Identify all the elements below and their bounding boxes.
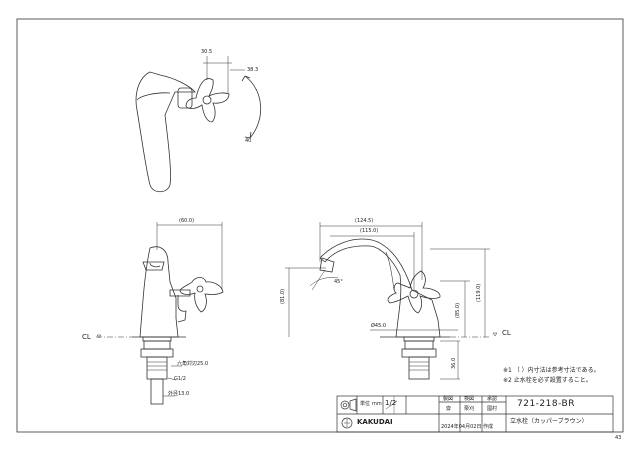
sheet-border — [16, 18, 624, 433]
top-view — [135, 56, 262, 193]
unit-label: 単位 — [360, 401, 371, 407]
name-kenzu: 栗刈 — [464, 406, 475, 412]
note-1: ※1 （ ）内寸法は参考寸法である。 — [503, 367, 600, 374]
name-seizu: 齋 — [446, 406, 452, 412]
dim-front-119: (119.0) — [476, 283, 482, 302]
dim-top-40: 40 — [245, 138, 252, 144]
cl-label-left: CL — [82, 333, 91, 341]
front-view — [285, 222, 498, 380]
dim-front-85: (85.0) — [455, 302, 461, 318]
col-seizu: 製図 — [443, 396, 454, 402]
name-shonin: 國村 — [487, 406, 498, 412]
dim-front-115: (115.0) — [360, 228, 379, 234]
dim-side-hex: 六角対辺25.0 — [177, 361, 209, 367]
col-shonin: 承認 — [487, 396, 498, 402]
dim-side-width: (60.0) — [179, 218, 195, 224]
cl-label-right: CL — [502, 329, 511, 337]
dim-top-30-5: 30.5 — [201, 49, 213, 55]
scale-value: 1/2 — [385, 399, 397, 407]
unit-value: mm — [372, 401, 382, 407]
title-block-grid — [336, 395, 614, 433]
brand-logo: KAKUDAI — [357, 418, 393, 426]
note-2: ※2 止水栓を必ず設置すること。 — [503, 377, 592, 384]
dim-top-38-3: 38.3 — [247, 67, 259, 73]
col-kenzu: 検図 — [464, 396, 475, 402]
dim-front-dia45: Ø45.0 — [371, 323, 387, 329]
dim-front-36: 36.0 — [451, 357, 457, 369]
dim-front-angle: 45° — [334, 279, 343, 285]
dim-side-thread: G1/2 — [174, 376, 186, 382]
creation-date: 2024年04月02日 作成 — [441, 424, 494, 430]
side-view — [96, 222, 224, 405]
dim-front-81: (81.0) — [280, 288, 286, 304]
dim-side-outer: 外径13.0 — [168, 391, 190, 397]
dim-front-124-5: (124.5) — [355, 218, 374, 224]
product-name: 立水栓（カッパーブラウン） — [510, 418, 588, 425]
part-number: 721-218-BR — [517, 399, 575, 409]
page-number: 43 — [615, 435, 622, 441]
